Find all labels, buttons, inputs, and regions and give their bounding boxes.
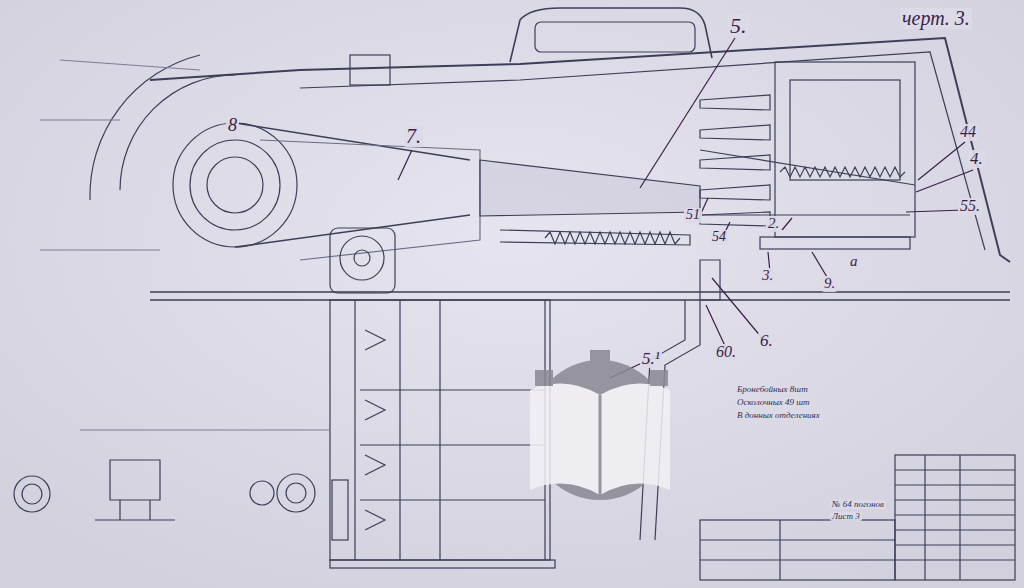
drawing-note: В донных отделениях [735,411,822,420]
callout-number: 5.¹ [640,350,662,368]
callout-number: 4. [968,150,985,168]
drawing-note: Бронебойных 8шт [735,385,810,394]
callout-number: 44 [958,124,978,141]
callout-number: 6. [758,332,775,350]
callout-number: 55. [958,198,982,215]
callout-number: 9. [822,276,837,292]
drawing-note: Осколочных 49 шт [735,398,812,407]
callout-number: 60. [714,344,738,361]
sheet-title: черт. 3. [900,8,972,29]
callout-number: 3. [760,268,775,284]
drawing-note: № 64 погонов [830,500,886,509]
callout-number: 7. [404,126,423,147]
callout-number: 8 [226,116,239,135]
drawing-note: Лист 3 [830,512,862,521]
callout-number: 54 [710,230,728,245]
callout-number: 2. [766,216,781,232]
callout-number: а [848,254,860,270]
callout-number: 5. [728,14,749,37]
callout-number: 51 [684,208,702,223]
